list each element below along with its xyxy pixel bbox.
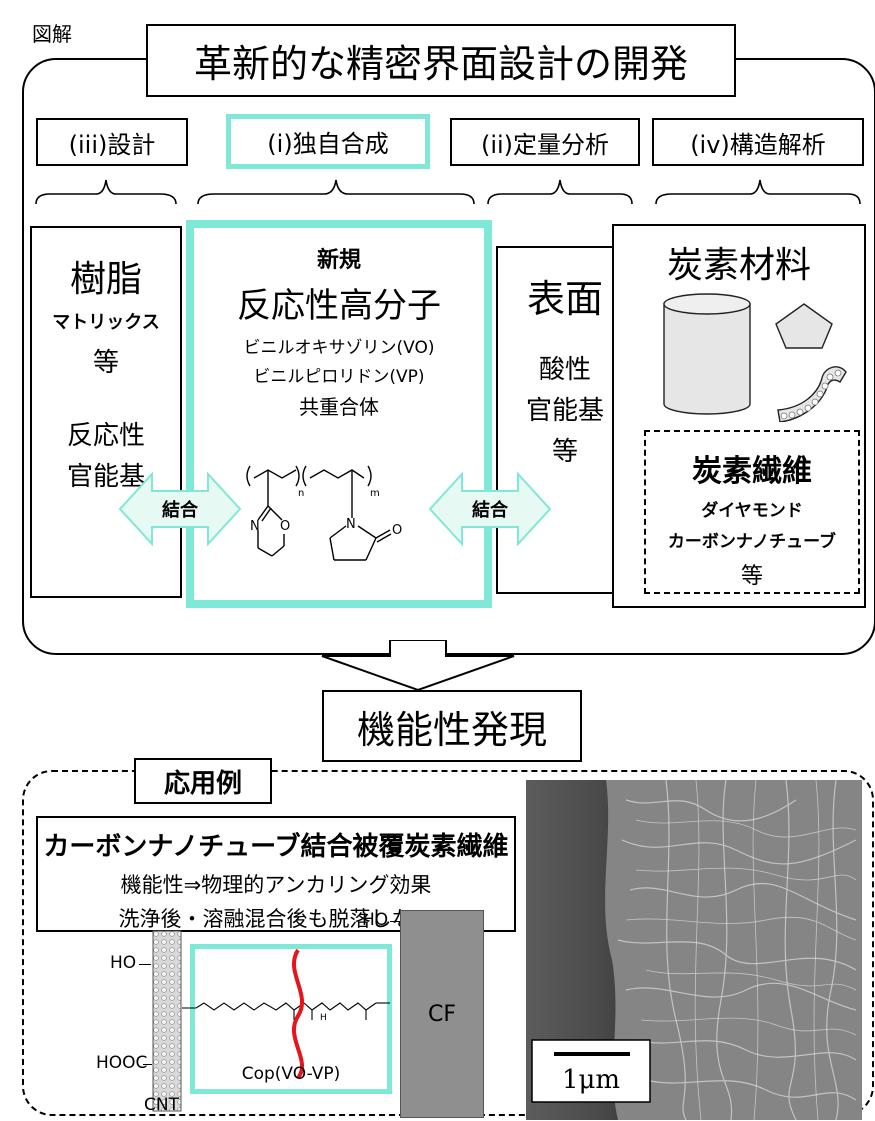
ho-label-2: HO xyxy=(362,910,389,930)
polymer-line1: ビニルオキサゾリン(VO) xyxy=(243,338,435,358)
resin-sub: マトリックス xyxy=(52,312,160,333)
application-label: 応用例 xyxy=(134,758,272,804)
carbon-fiber-box: 炭素繊維 ダイヤモンド カーボンナノチューブ 等 xyxy=(644,430,860,594)
atom-n-oxazoline: N xyxy=(250,519,260,534)
sem-image xyxy=(526,780,862,1120)
carbon-title: 炭素材料 xyxy=(666,245,811,286)
resin-etc: 等 xyxy=(92,348,119,378)
application-line1: 機能性⇒物理的アンカリング効果 xyxy=(120,873,432,897)
application-line2: 洗浄後・溶融混合後も脱落しない xyxy=(118,907,434,931)
brace-synthesis xyxy=(197,179,475,205)
tab-quant-analysis: (ii)定量分析 xyxy=(450,118,640,166)
carbon-fiber-line1: ダイヤモンド xyxy=(701,501,803,521)
label-m-sub: m xyxy=(370,488,380,499)
cf-block: CF xyxy=(400,910,484,1118)
tab-design: (iii)設計 xyxy=(36,118,188,166)
surface-title: 表面 xyxy=(526,277,603,321)
amide-h-2: H xyxy=(320,1013,327,1023)
resin-line2: 官能基 xyxy=(66,462,145,492)
cylinder-shape xyxy=(663,303,751,415)
tab-synthesis: (i)独自合成 xyxy=(226,114,430,169)
scale-bar-label: 1μm xyxy=(561,1065,621,1095)
surface-line2: 官能基 xyxy=(525,396,604,426)
application-title: カーボンナノチューブ結合被覆炭素繊維 xyxy=(43,832,509,862)
atom-n-pyrrolidone: N xyxy=(346,517,356,532)
bond-label-right: 結合 xyxy=(472,500,508,521)
ho-tick-1 xyxy=(139,964,151,965)
surface-line3: 等 xyxy=(551,437,578,467)
tab-struct-analysis: (iv)構造解析 xyxy=(652,118,864,166)
carbon-fiber-title: 炭素繊維 xyxy=(692,454,812,489)
ho-tick-2 xyxy=(390,921,400,922)
function-box: 機能性発現 xyxy=(322,690,582,762)
ho-label-1: HO xyxy=(110,953,137,973)
polymer-new: 新規 xyxy=(316,248,361,273)
carbon-shapes xyxy=(663,293,847,422)
figure-label: 図解 xyxy=(32,22,72,46)
copolymer-structure: n m N O N O xyxy=(246,465,402,561)
down-arrow xyxy=(321,640,515,692)
bond-arrow-left xyxy=(118,472,242,546)
surface-line1: 酸性 xyxy=(538,355,591,385)
pentagon-shape xyxy=(775,303,833,349)
bond-label-left: 結合 xyxy=(162,500,198,521)
cnt-label: CNT xyxy=(144,1095,179,1115)
polymer-line2: ビニルピロリドン(VP) xyxy=(253,367,425,387)
polymer-line3: 共重合体 xyxy=(299,395,379,419)
linker-structure: H H xyxy=(182,1000,390,1023)
resin-box: 樹脂 マトリックス 等 反応性 官能基 xyxy=(30,226,182,598)
red-curve xyxy=(291,948,305,1080)
carbon-box xyxy=(612,224,866,608)
copolymer-box xyxy=(190,944,392,1094)
carbon-fiber-line3: 等 xyxy=(740,564,763,589)
polymer-title: 反応性高分子 xyxy=(237,286,441,326)
brace-quant xyxy=(487,179,633,205)
label-n-sub: n xyxy=(298,488,304,499)
bond-arrow-right xyxy=(428,472,552,546)
amide-h-1: H xyxy=(270,1000,277,1002)
resin-line1: 反応性 xyxy=(66,421,145,451)
polymer-box: 新規 反応性高分子 ビニルオキサゾリン(VO) ビニルピロリドン(VP) 共重合… xyxy=(186,220,492,608)
cnt-column xyxy=(152,930,182,1112)
nanotube-shape xyxy=(777,366,847,422)
atom-o-oxazoline: O xyxy=(280,519,290,534)
atom-o-pyrrolidone: O xyxy=(392,523,402,538)
main-title: 革新的な精密界面設計の開発 xyxy=(146,24,736,97)
brace-struct xyxy=(655,179,861,205)
brace-design xyxy=(35,179,177,205)
hooc-label: HOOC xyxy=(96,1053,148,1073)
hooc-tick xyxy=(143,1064,152,1065)
resin-title: 樹脂 xyxy=(69,259,142,300)
carbon-fiber-line2: カーボンナノチューブ xyxy=(667,532,837,552)
brace-row xyxy=(35,179,861,205)
cop-label: Cop(VO-VP) xyxy=(241,1064,341,1084)
